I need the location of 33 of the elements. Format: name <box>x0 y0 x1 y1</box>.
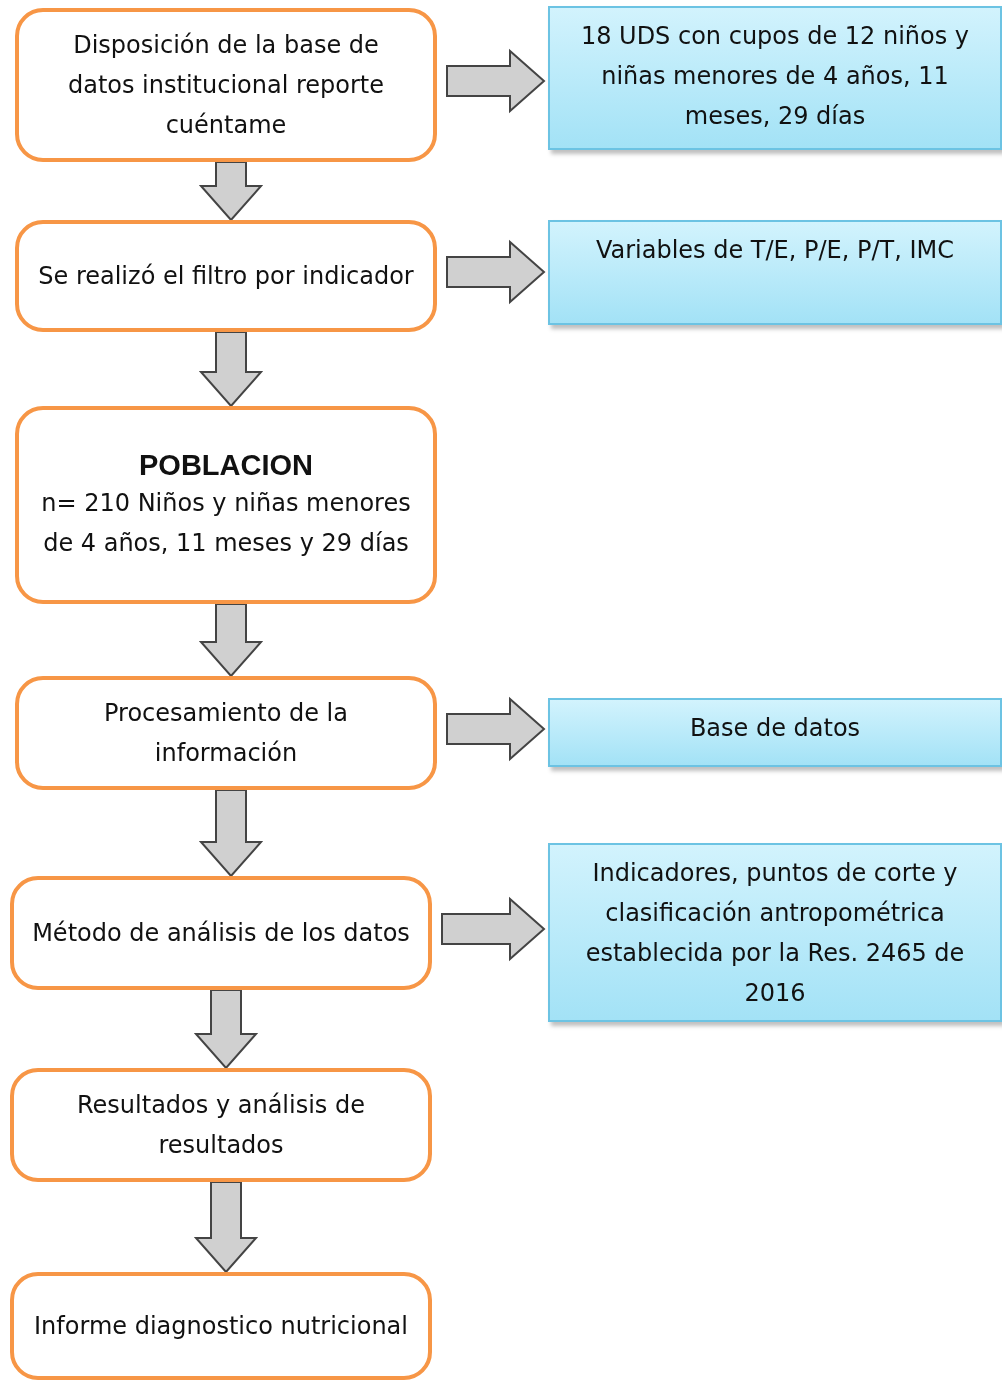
result-box <box>548 220 1002 325</box>
box-text: 18 UDS con cupos de 12 niños y niñas menores de 4 años, 11 meses, 29 días <box>579 21 971 132</box>
box-text: Indicadores, puntos de corte y clasificación antropométrica establecida por la Res. 2465 de 2016 <box>584 858 966 1009</box>
process-box <box>15 220 437 332</box>
block-arrow <box>198 603 264 678</box>
box-text: Variables de T/E, P/E, P/T, IMC <box>595 235 955 266</box>
block-arrow <box>193 989 259 1070</box>
block-arrow <box>441 896 546 962</box>
block-arrow <box>446 48 546 114</box>
box-text: n= 210 Niños y niñas menores de 4 años, 11 meses y 29 días <box>40 488 412 559</box>
box-heading: POBLACION <box>139 448 313 483</box>
block-arrow <box>198 161 264 222</box>
box-text: Informe diagnostico nutricional <box>34 1311 408 1342</box>
result-box <box>548 6 1002 150</box>
process-box <box>15 8 437 162</box>
result-box <box>548 843 1002 1022</box>
box-text: Se realizó el filtro por indicador <box>38 261 414 292</box>
process-box <box>10 1068 432 1182</box>
process-box <box>10 876 432 990</box>
block-arrow <box>198 331 264 408</box>
box-text: Método de análisis de los datos <box>32 918 410 949</box>
block-arrow <box>198 789 264 878</box>
result-box <box>548 698 1002 767</box>
process-box <box>15 676 437 790</box>
box-text: Base de datos <box>689 713 861 744</box>
box-text: Disposición de la base de datos institucional reporte cuéntame <box>66 30 386 141</box>
box-text: Resultados y análisis de resultados <box>76 1090 366 1161</box>
process-box <box>10 1272 432 1380</box>
block-arrow <box>446 696 546 762</box>
block-arrow <box>446 239 546 305</box>
box-text: Procesamiento de la información <box>103 698 349 769</box>
block-arrow <box>193 1181 259 1274</box>
process-box <box>15 406 437 604</box>
